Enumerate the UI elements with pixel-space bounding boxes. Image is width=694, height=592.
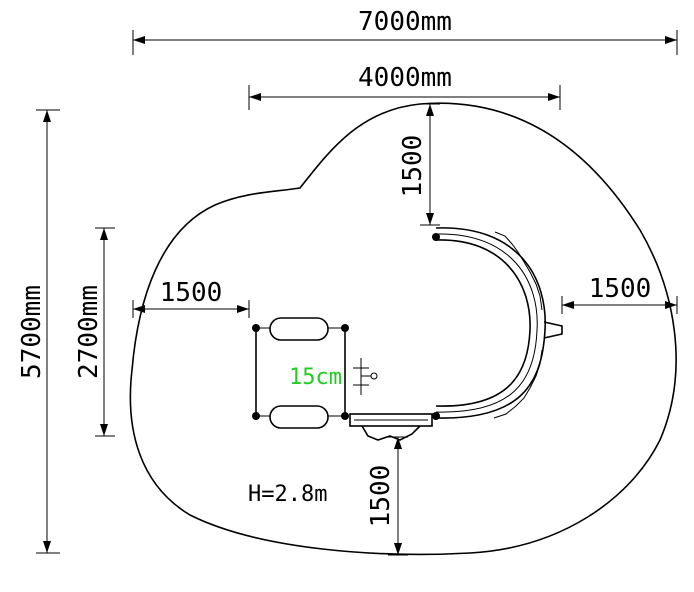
total-width-label: 7000mm bbox=[358, 7, 452, 37]
swing-frame bbox=[252, 317, 349, 429]
top-margin-label: 1500 bbox=[398, 135, 428, 198]
inner-width-label: 4000mm bbox=[358, 63, 452, 93]
gap-label: 15cm bbox=[289, 365, 342, 390]
dimension-total-height: 5700mm bbox=[17, 109, 60, 554]
dimension-inner-height: 2700mm bbox=[74, 227, 115, 437]
dimension-top-margin: 1500 bbox=[398, 103, 440, 226]
left-margin-label: 1500 bbox=[160, 278, 223, 308]
entry-platform bbox=[349, 413, 433, 441]
dimension-bottom-margin: 1500 bbox=[366, 436, 408, 556]
bottom-margin-label: 1500 bbox=[366, 465, 396, 528]
dimension-right-margin: 1500 bbox=[561, 274, 678, 314]
curved-walkway bbox=[432, 227, 563, 420]
dimension-left-margin: 1500 bbox=[132, 278, 250, 318]
handle-icon bbox=[353, 358, 378, 395]
total-height-label: 5700mm bbox=[17, 285, 47, 379]
dimension-inner-width: 4000mm bbox=[248, 63, 561, 110]
right-margin-label: 1500 bbox=[589, 274, 652, 304]
inner-height-label: 2700mm bbox=[74, 285, 104, 379]
safety-zone-outline bbox=[129, 102, 677, 556]
dimension-total-width: 7000mm bbox=[132, 7, 678, 55]
height-label: H=2.8m bbox=[248, 482, 327, 507]
